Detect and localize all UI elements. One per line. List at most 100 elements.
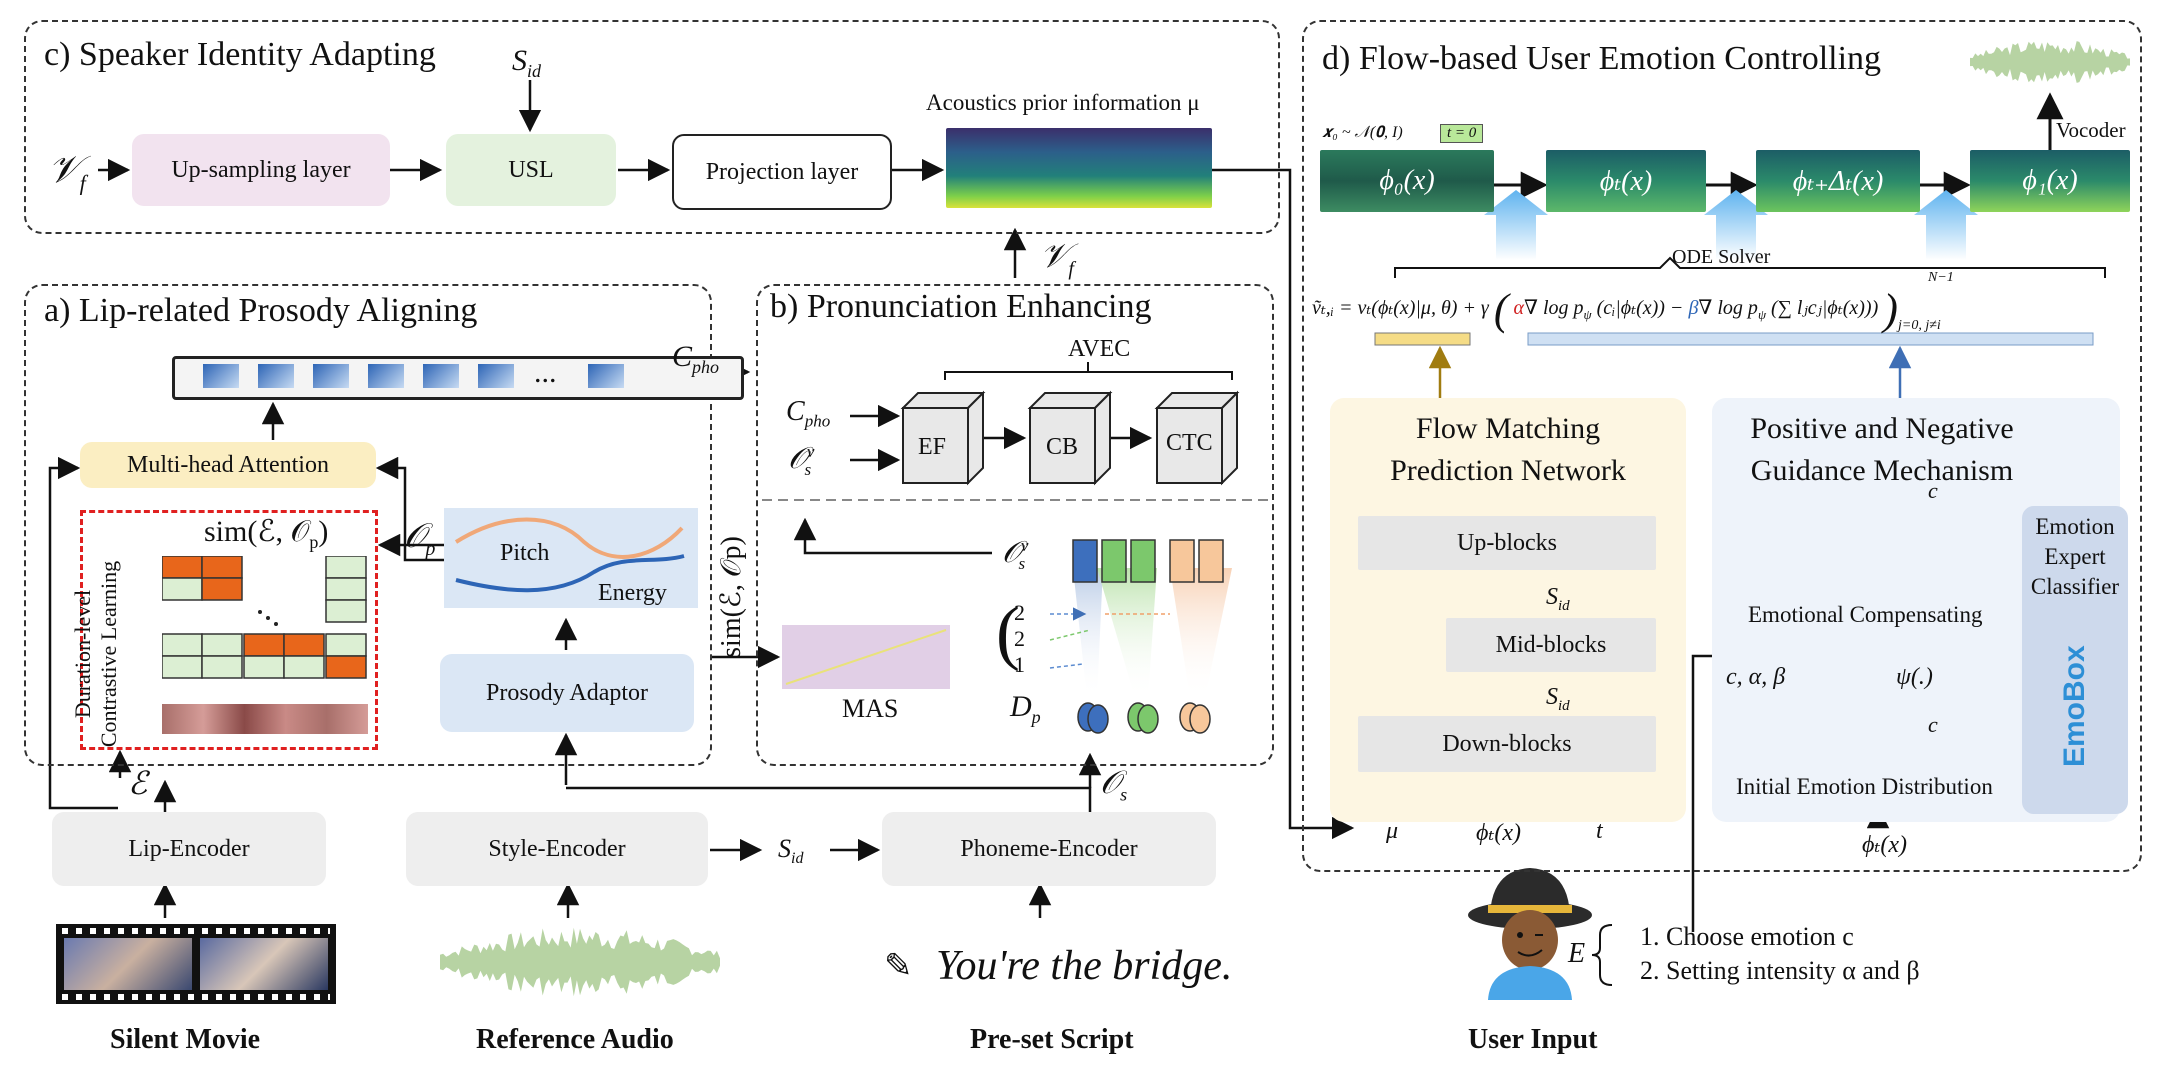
similarity-matrix [161,555,368,690]
mas-label: MAS [842,694,899,723]
guidance-equation: ṽₜ,ᵢ = vₜ(ϕₜ(x)|μ, θ) + γ ( α∇ log pψ (c… [1312,285,1898,334]
sid-label-fm2: Sid [1546,684,1570,714]
ode-solver-label: ODE Solver [1672,246,1771,268]
mid-blocks-box: Mid-blocks [1446,618,1656,672]
osv-label-b: 𝒪vs [788,442,815,479]
x0-label: 𝒙₀ ~ 𝒩(𝟎, I) [1322,124,1403,141]
phi1-spectrogram: ϕ₁(x) [1970,150,2130,212]
t0-badge: t = 0 [1440,124,1484,143]
c-top-label: c [1928,478,1938,503]
user-input-label: User Input [1468,1024,1598,1055]
e-label-a: ℰ [128,765,148,801]
acoustics-prior-label: Acoustics prior information μ [926,90,1200,115]
input-phit-label: ϕₜ(x) [1476,820,1521,846]
dp-label: Dp [1010,690,1041,727]
silent-movie-label: Silent Movie [110,1024,261,1055]
contrastive-learning-box [80,510,378,750]
avec-label: AVEC [1068,336,1131,362]
down-blocks-box: Down-blocks [1358,716,1656,772]
sim-vertical-label: sim(ℰ, 𝒪p) [716,536,747,658]
pitch-energy-box [444,508,698,608]
reference-audio-waveform [440,927,720,997]
emobox-logo: EmoBox [2058,645,2091,767]
input-t-label: t [1596,818,1603,844]
usl-box: USL [446,134,616,206]
sim-matrix-title: sim(ℰ, 𝒪p) [204,515,329,552]
ctc-cube [1154,390,1240,486]
user-e-label: E [1568,938,1586,969]
sid-label-bottom: Sid [778,834,804,868]
user-avatar [1468,868,1592,1000]
user-step-2: 2. Setting intensity α and β [1640,956,1920,985]
multi-head-attention-box: Multi-head Attention [80,442,376,488]
silent-movie-filmstrip [56,924,336,1004]
token-2 [258,364,294,388]
token-1 [203,364,239,388]
equation-sum-bottom: j=0, j≠i [1898,318,1941,333]
emotional-compensating-label: Emotional Compensating [1748,602,1983,627]
cab-label: c, α, β [1726,664,1786,690]
user-step-1: 1. Choose emotion c [1640,922,1854,951]
phit-spectrogram: ϕₜ(x) [1546,150,1706,212]
style-encoder-box: Style-Encoder [406,812,708,886]
panel-d-emotion-control [1302,20,2142,872]
script-text: You're the bridge. [936,943,1233,989]
upsampling-layer-box: Up-sampling layer [132,134,390,206]
osv-label-b2: 𝒪vs [1002,536,1029,573]
prosody-adaptor-box: Prosody Adaptor [440,654,694,732]
token-3 [313,364,349,388]
token-7 [588,364,624,388]
phi0-spectrogram: ϕ₀(x) [1320,150,1494,212]
reference-audio-label: Reference Audio [476,1024,674,1055]
panel-b-pronunciation [756,284,1274,766]
panel-b-title: b) Pronunciation Enhancing [770,288,1152,325]
acoustics-spectrogram [946,128,1212,208]
lip-encoder-box: Lip-Encoder [52,812,326,886]
cb-cube [1027,390,1113,486]
token-5 [423,364,459,388]
ctc-label: CTC [1166,430,1213,456]
pitch-label: Pitch [500,540,550,566]
ef-label: EF [918,434,947,460]
os-label: 𝒪s [1100,764,1128,805]
token-6 [478,364,514,388]
up-blocks-box: Up-blocks [1358,516,1656,570]
token-4 [368,364,404,388]
op-label: 𝒪p [404,518,436,560]
emotion-expert-panel [2022,506,2128,814]
panel-a-lip-prosody [24,284,712,766]
input-mu-label: μ [1386,818,1399,844]
preset-script-label: Pre-set Script [970,1024,1134,1055]
equation-sum-top: N−1 [1928,270,1954,285]
panel-d-title: d) Flow-based User Emotion Controlling [1322,40,1882,77]
panel-c-title: c) Speaker Identity Adapting [44,36,436,73]
lip-frames-strip [162,704,368,734]
script-icon: ✎ [884,948,913,985]
sid-label-fm1: Sid [1546,584,1570,614]
cpho-label-a: Cpho [672,340,720,377]
panel-a-title: a) Lip-related Prosody Aligning [44,292,478,329]
vf-input-label: 𝒱f [48,149,86,196]
phoneme-encoder-box: Phoneme-Encoder [882,812,1216,886]
sid-label-top: Sid [512,44,542,81]
psi-label: ψ(.) [1896,664,1933,690]
ef-cube [900,390,986,486]
projection-layer-box: Projection layer [672,134,892,210]
vf-mid-label: 𝒱f [1040,238,1074,280]
energy-label: Energy [598,580,667,606]
phitdt-spectrogram: ϕₜ₊Δₜ(x) [1756,150,1920,212]
panel-c-speaker-identity [24,20,1280,234]
cpho-label-b: Cpho [786,396,831,431]
token-ellipsis: ... [534,356,557,389]
vocoder-label: Vocoder [2056,118,2126,142]
initial-distribution-label: Initial Emotion Distribution [1736,774,1993,799]
vocoder-waveform [1970,41,2130,83]
phi-below-label: ϕₜ(x) [1862,832,1907,858]
c-mid-label: c [1928,712,1938,737]
duration-vector: ( 2 2 1 [996,592,1025,677]
cb-label: CB [1046,434,1079,460]
